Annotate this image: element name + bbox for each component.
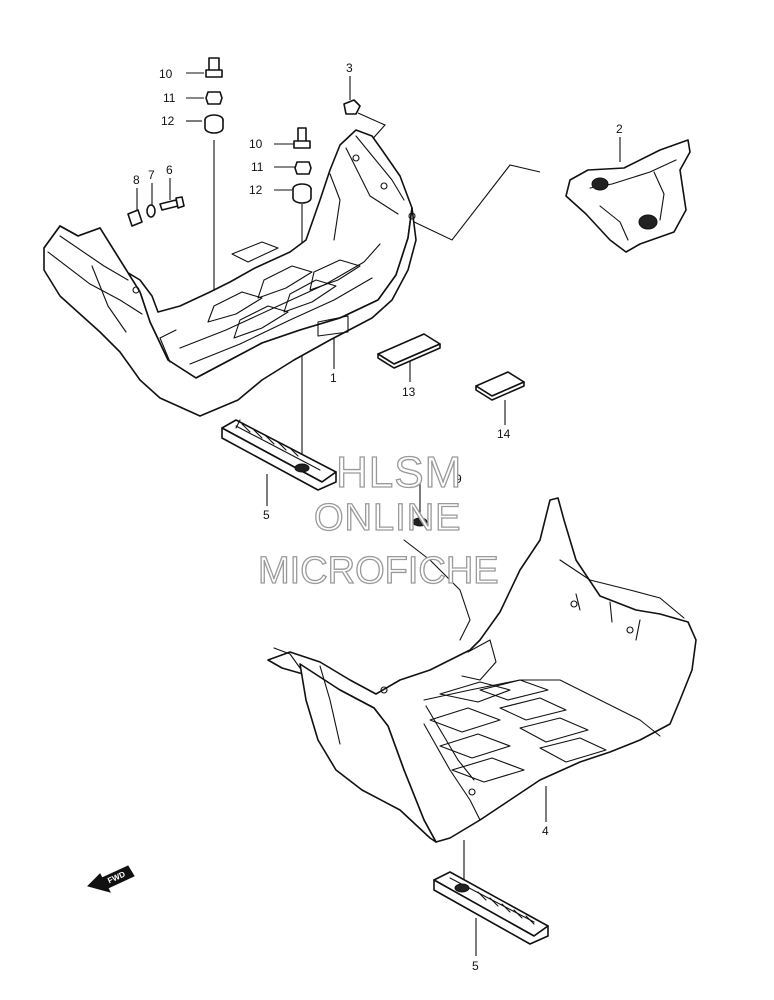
- callout-8: 8: [133, 173, 140, 187]
- clip-part: [343, 99, 361, 115]
- callout-5-upper: 5: [263, 508, 270, 522]
- grommet-set: [127, 196, 185, 227]
- callout-2: 2: [616, 122, 623, 136]
- callout-12-left: 12: [161, 114, 175, 128]
- callout-3: 3: [346, 61, 353, 75]
- callout-11-left: 11: [163, 91, 176, 105]
- callout-14: 14: [497, 427, 511, 441]
- callout-9: 9: [455, 472, 462, 486]
- pad-part-13: [377, 333, 441, 369]
- watermark-line-3: MICROFICHE: [258, 550, 499, 592]
- callout-11-right: 11: [251, 160, 264, 174]
- footrest-rubber-upper: [221, 419, 337, 491]
- footrest-right-part: [43, 129, 417, 417]
- callout-10-left: 10: [159, 67, 173, 81]
- callout-6: 6: [166, 163, 173, 177]
- footrest-rubber-lower: [433, 871, 549, 945]
- callout-1: 1: [330, 371, 337, 385]
- watermark-line-2: ONLINE: [314, 497, 461, 539]
- bolt-stack-right: [292, 127, 312, 204]
- forward-arrow-icon: FWD: [87, 865, 135, 893]
- callout-10-right: 10: [249, 137, 263, 151]
- callout-12-right: 12: [249, 183, 263, 197]
- callout-5-lower: 5: [472, 959, 479, 973]
- pad-part-14: [475, 371, 525, 401]
- footrest-left-part: [267, 497, 697, 843]
- bolt-stack-left: [204, 57, 224, 134]
- watermark: HLSM ONLINE MICROFICHE: [257, 447, 499, 592]
- bracket-part: [565, 139, 691, 253]
- callout-13: 13: [402, 385, 416, 399]
- callout-labels: 10 11 12 10 11 12 3 8 7 6 2 1 13 14 5 9 …: [133, 61, 623, 973]
- callout-4: 4: [542, 824, 549, 838]
- watermark-line-1: HLSM: [336, 448, 462, 497]
- callout-7: 7: [148, 168, 155, 182]
